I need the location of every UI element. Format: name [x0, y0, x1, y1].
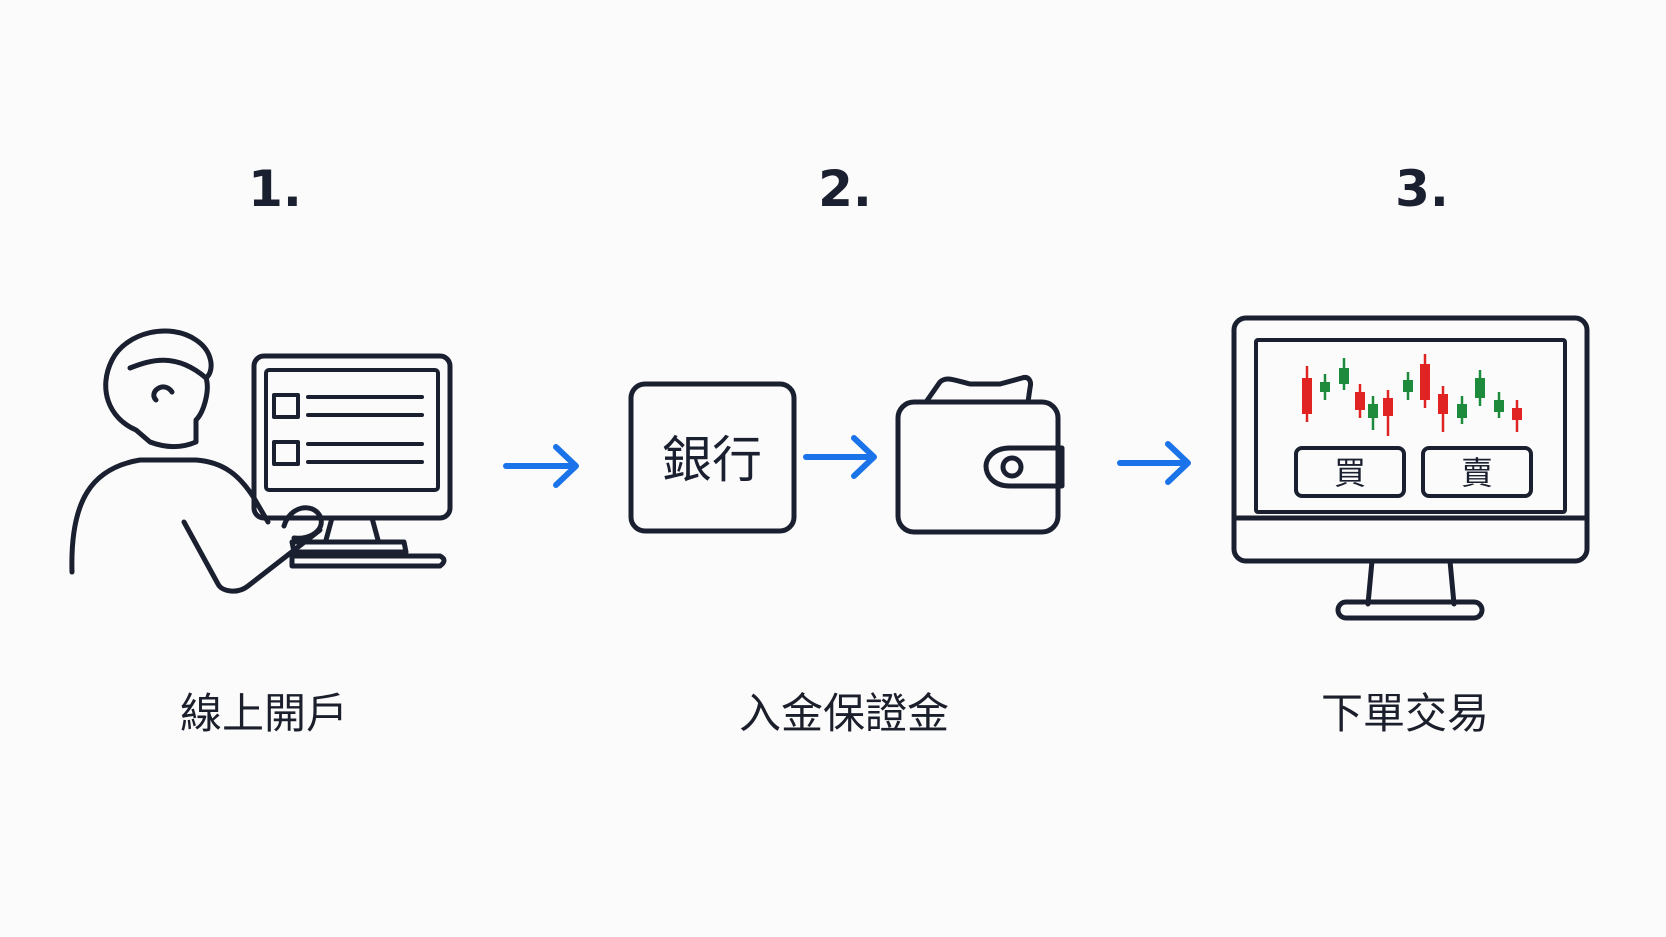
- step-3-number: 3.: [1395, 160, 1449, 218]
- sell-button: 賣: [1421, 446, 1533, 498]
- person-at-computer-icon: [69, 328, 453, 594]
- arrow-right-icon: [503, 444, 579, 488]
- candle-down: [1420, 364, 1430, 400]
- buy-button: 買: [1294, 446, 1406, 498]
- candle-up: [1403, 380, 1413, 392]
- step-1-caption: 線上開戶: [179, 689, 349, 738]
- arrow-right-icon: [803, 435, 877, 479]
- candle-up: [1457, 404, 1467, 418]
- bank-icon: 銀行: [628, 381, 797, 534]
- step-1-number: 1.: [248, 160, 302, 218]
- step-2-number: 2.: [818, 160, 872, 218]
- candle-up: [1320, 382, 1330, 392]
- buy-label: 買: [1334, 454, 1366, 492]
- candle-up: [1339, 368, 1349, 384]
- arrow-right-icon: [1117, 441, 1191, 485]
- sell-label: 賣: [1461, 454, 1493, 492]
- candle-down: [1383, 398, 1393, 416]
- candle-down: [1302, 378, 1312, 414]
- wallet-icon: [895, 375, 1065, 535]
- trading-monitor-icon: 買 賣: [1231, 315, 1590, 621]
- bank-label: 銀行: [662, 431, 762, 489]
- step-2-caption: 入金保證金: [738, 689, 950, 738]
- candle-down: [1355, 392, 1365, 410]
- candle-down: [1438, 394, 1448, 414]
- step-3-caption: 下單交易: [1320, 689, 1490, 738]
- candle-up: [1475, 378, 1485, 398]
- candlestick-chart: [1302, 354, 1522, 436]
- candle-up: [1368, 404, 1378, 418]
- candle-down: [1512, 408, 1522, 420]
- candle-up: [1494, 400, 1504, 412]
